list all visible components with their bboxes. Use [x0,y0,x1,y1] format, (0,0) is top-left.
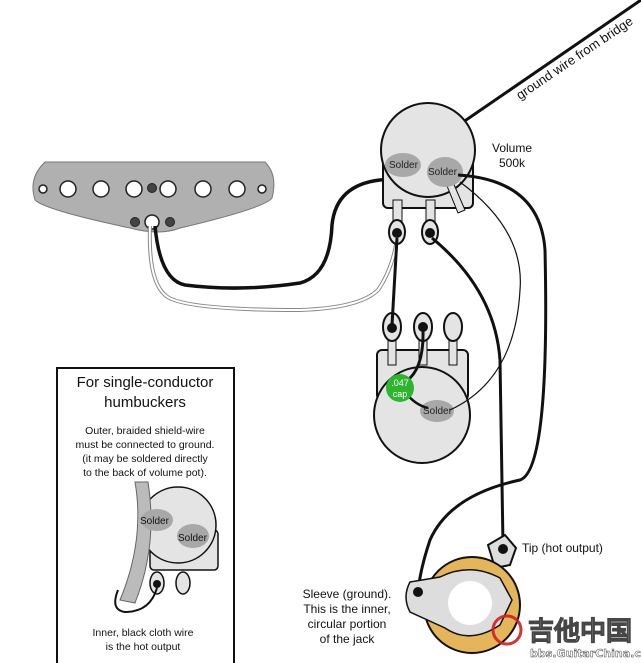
inset-box: For single-conductor humbuckers Outer, b… [56,367,235,663]
inset-text: to the back of volume pot). [83,467,207,479]
sleeve-label: This is the inner, [303,602,390,616]
inset-text: (it may be soldered directly [82,453,208,465]
capacitor: .047 cap [386,374,414,402]
solder-blob [420,400,454,422]
solder-label: Solder [178,533,208,544]
white-ground-wire [147,225,399,313]
solder-label: Solder [428,167,458,178]
cap-value: .047 [391,378,409,388]
volume-value: 500k [499,156,526,170]
inset-footer: Inner, black cloth wire [93,627,194,639]
volume-label: Volume [492,141,532,155]
sleeve-label: circular portion [308,617,387,631]
watermark-subtext: bbs.GuitarChina.com [530,647,641,660]
ground-wire-label: ground wire from bridge [513,13,635,102]
solder-blob [385,153,421,177]
watermark-text: 吉他中国 [528,617,632,647]
solder-label: Solder [389,160,419,171]
tip-label: Tip (hot output) [522,541,603,555]
solder-blob [427,157,463,187]
sleeve-label: of the jack [320,632,376,646]
inset-text: Outer, braided shield-wire [85,425,205,437]
inset-title: For single-conductor [77,374,214,391]
output-jack [405,533,521,654]
inset-text: must be connected to ground. [76,439,215,451]
single-coil-pickup [32,161,275,233]
sleeve-label: Sleeve (ground). [303,587,392,601]
cap-unit: cap [393,389,408,399]
inset-footer: is the hot output [106,641,181,653]
watermark-logo: 吉他中国 bbs.GuitarChina.com [491,614,641,660]
inset-title: humbuckers [104,394,186,411]
volume-pot: Solder Solder [380,102,476,245]
solder-label: Solder [423,406,453,417]
solder-label: Solder [140,516,170,527]
